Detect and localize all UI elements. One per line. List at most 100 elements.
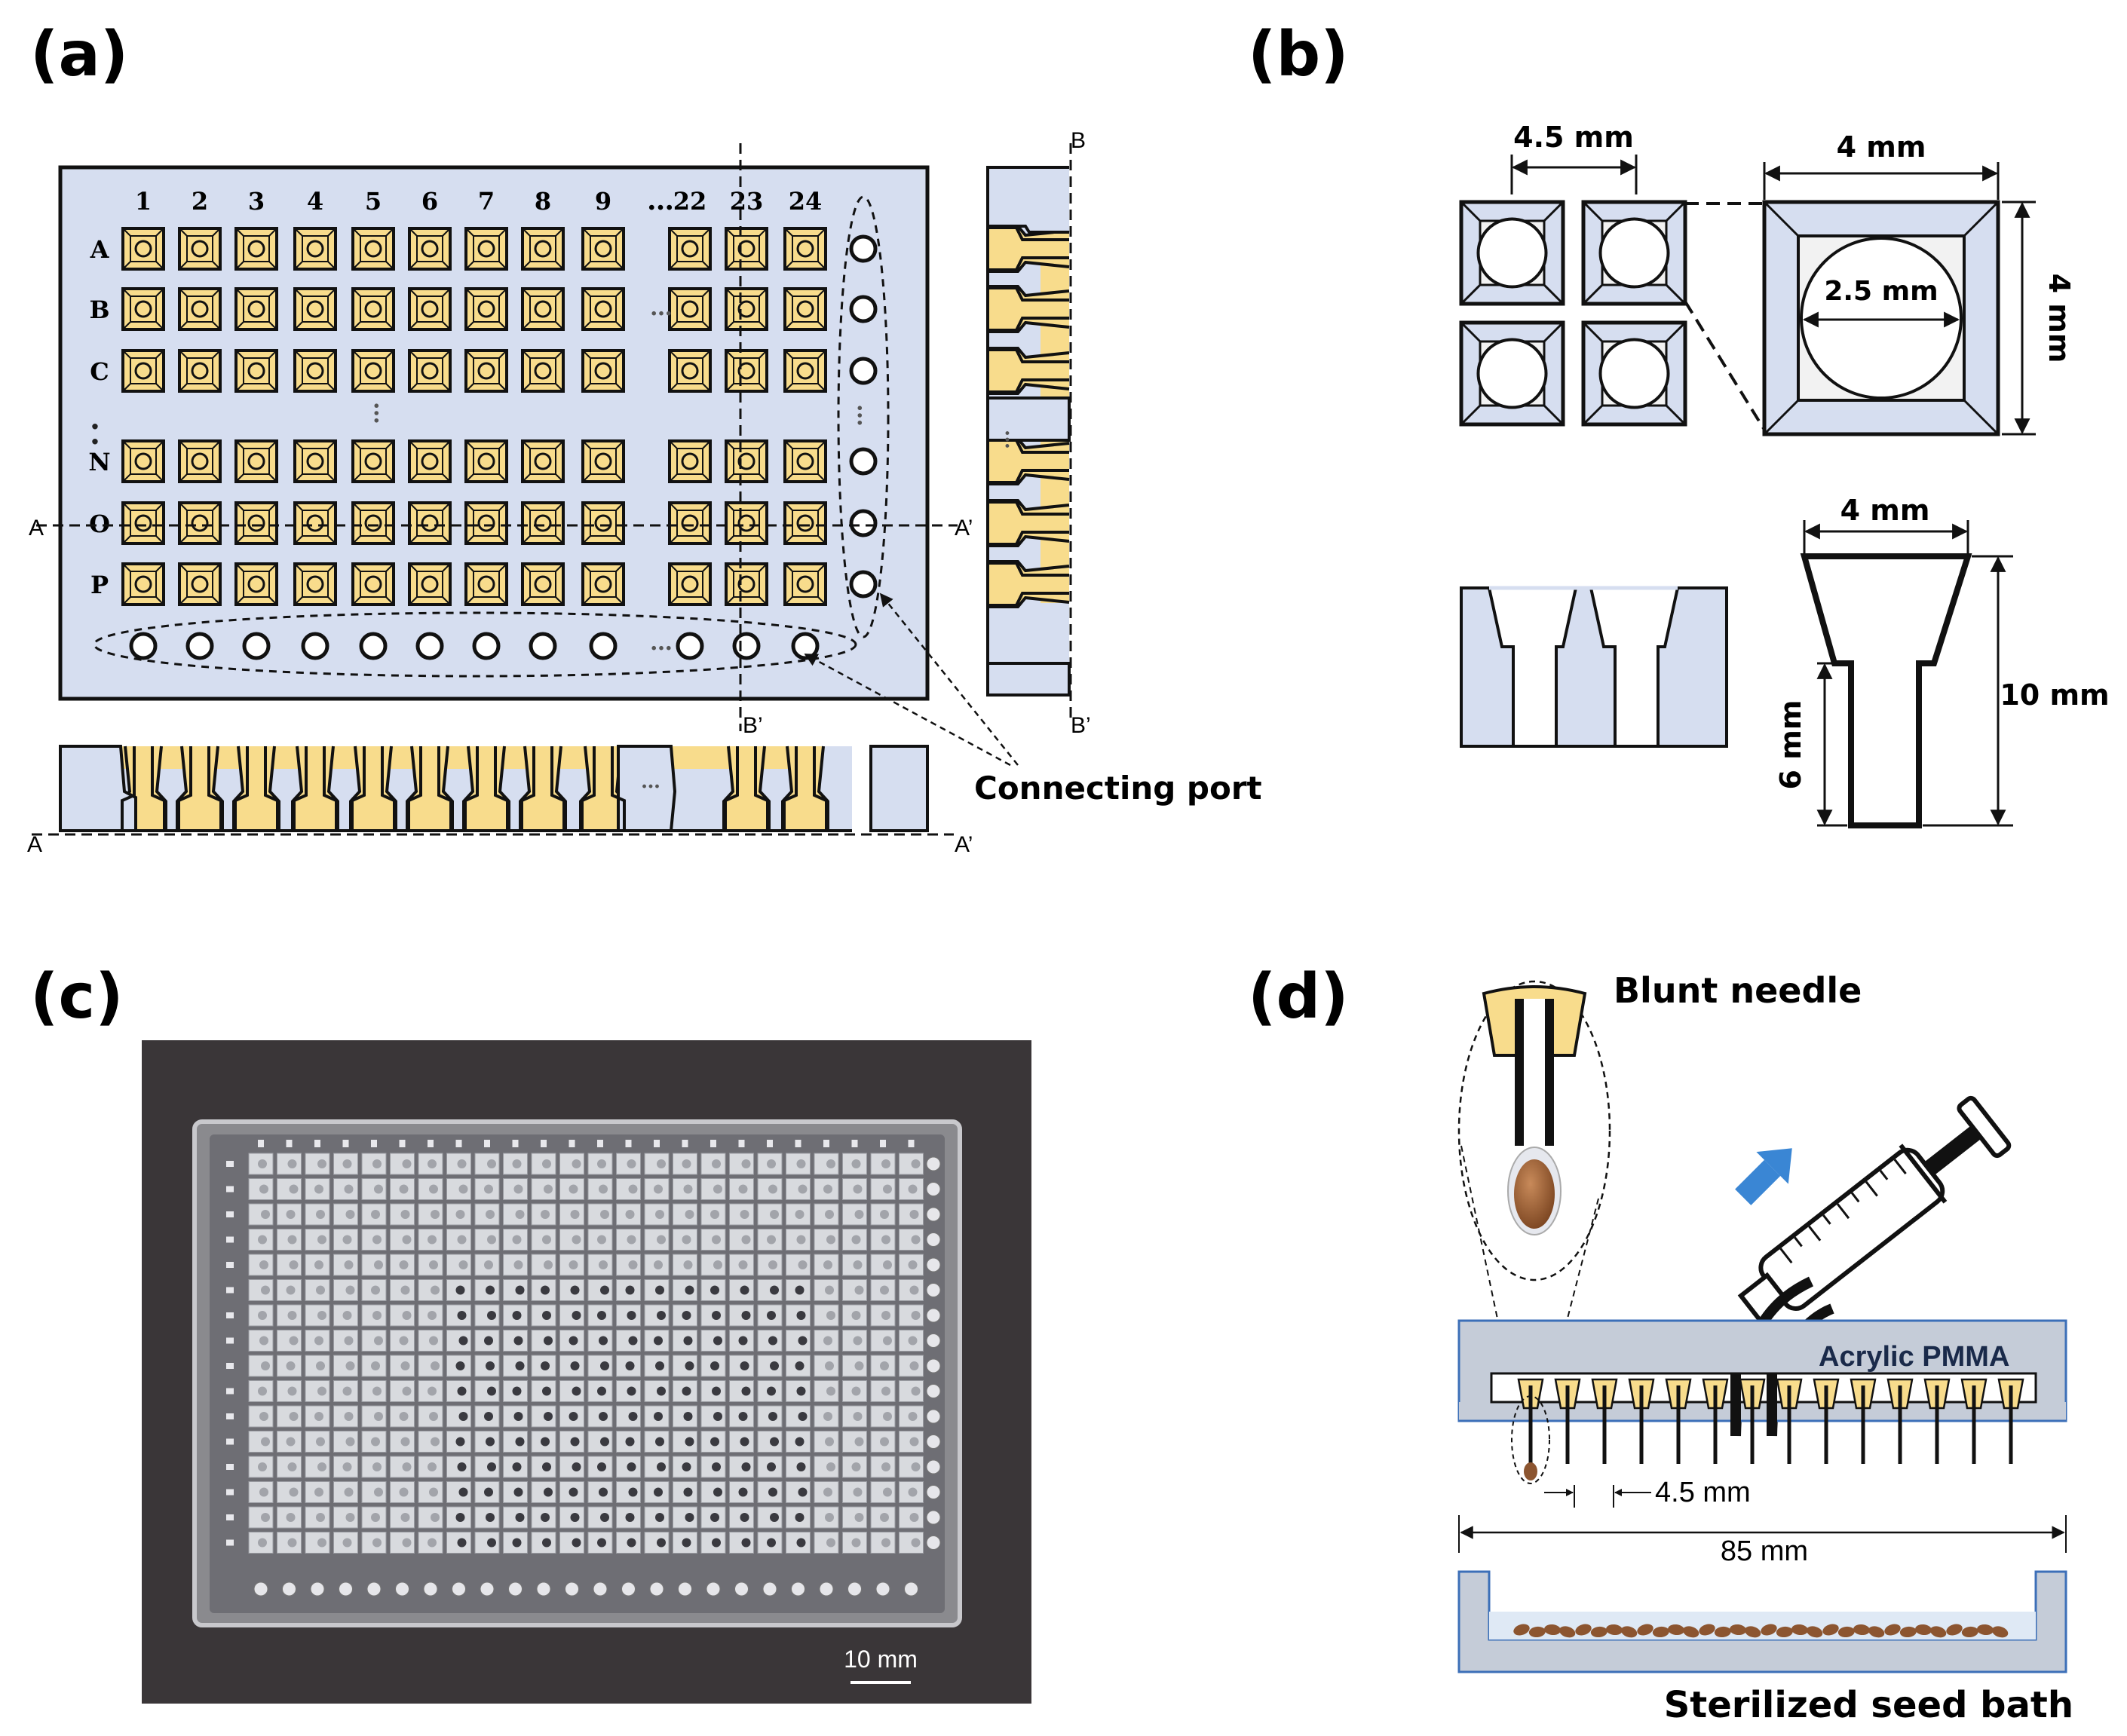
photo-well-hole bbox=[909, 1210, 919, 1219]
well-bevel bbox=[212, 350, 221, 359]
well-bevel bbox=[817, 350, 826, 359]
photo-well-hole bbox=[682, 1159, 691, 1168]
well-bevel bbox=[759, 321, 768, 330]
well-hole bbox=[247, 362, 265, 380]
photo-well-hole bbox=[542, 1235, 551, 1245]
well-bevel bbox=[498, 288, 507, 297]
well-hole bbox=[737, 240, 755, 258]
well-bevel bbox=[155, 383, 164, 392]
well-bevel bbox=[268, 596, 277, 605]
photo-well bbox=[361, 1279, 387, 1301]
photo-well-hole bbox=[317, 1538, 326, 1548]
photo-well bbox=[616, 1203, 641, 1226]
photo-well-hole bbox=[513, 1336, 523, 1346]
photo-well-hole bbox=[826, 1311, 835, 1320]
photo-well-hole bbox=[541, 1513, 550, 1522]
well-bevel bbox=[615, 321, 624, 330]
port bbox=[529, 632, 557, 660]
well-width-label: 4 mm bbox=[1837, 130, 1926, 164]
photo-port bbox=[423, 1581, 438, 1597]
photo-well-hole bbox=[455, 1285, 465, 1295]
seed bbox=[1977, 1624, 1994, 1636]
well bbox=[234, 439, 278, 483]
well-hole bbox=[421, 575, 439, 593]
photo-ports bbox=[226, 1140, 941, 1597]
photo-row-mark bbox=[226, 1489, 234, 1496]
well bbox=[668, 439, 712, 483]
photo-row-mark bbox=[226, 1514, 234, 1520]
seed bbox=[1637, 1624, 1653, 1636]
well-inner bbox=[360, 295, 387, 323]
photo-well-hole bbox=[685, 1361, 694, 1370]
well-inner bbox=[733, 357, 760, 384]
photo-well-hole bbox=[600, 1513, 609, 1522]
section-a-well-wall bbox=[381, 746, 396, 831]
photo-well-hole bbox=[881, 1235, 890, 1245]
well-hole bbox=[681, 575, 699, 593]
well-hole bbox=[737, 575, 755, 593]
section-b-well-wall bbox=[988, 469, 1069, 484]
photo-well-hole bbox=[342, 1159, 352, 1168]
section-a2-label: A’ bbox=[955, 516, 973, 540]
well-hole bbox=[477, 240, 495, 258]
row-label: B bbox=[89, 295, 109, 324]
scale-bar-label: 10 mm bbox=[844, 1646, 918, 1673]
seed bbox=[1853, 1624, 1870, 1636]
photo-well-hole bbox=[798, 1184, 808, 1194]
photo-port bbox=[706, 1581, 721, 1597]
photo-well-hole bbox=[738, 1260, 748, 1269]
photo-well-hole bbox=[881, 1462, 890, 1471]
photo-well-hole bbox=[484, 1336, 493, 1346]
small-well-bevel bbox=[1582, 404, 1604, 426]
well bbox=[178, 287, 222, 331]
photo-well-hole bbox=[484, 1260, 493, 1269]
well bbox=[121, 501, 165, 545]
well-bevel bbox=[582, 350, 591, 359]
photo-well-hole bbox=[486, 1437, 495, 1447]
photo-well-hole bbox=[740, 1437, 749, 1447]
port bbox=[849, 447, 878, 476]
photo-well-hole bbox=[287, 1159, 297, 1168]
well bbox=[121, 227, 165, 271]
photo-well-hole bbox=[344, 1336, 354, 1346]
bath-container bbox=[1457, 1570, 2067, 1673]
photo-port bbox=[926, 1485, 941, 1499]
well-bevel bbox=[327, 228, 336, 237]
well-bevel bbox=[122, 440, 131, 449]
photo-port bbox=[282, 1581, 296, 1597]
small-well-bevel bbox=[1543, 283, 1565, 305]
well bbox=[521, 349, 565, 393]
photo-well-hole bbox=[487, 1159, 496, 1168]
port bbox=[415, 632, 444, 660]
seed bbox=[1699, 1624, 1715, 1636]
well-hole bbox=[247, 300, 265, 318]
column-label: 2 bbox=[192, 187, 208, 216]
photo-well-hole bbox=[826, 1235, 835, 1245]
photo-well-hole bbox=[713, 1336, 722, 1346]
photo-well-hole bbox=[261, 1210, 270, 1219]
well bbox=[178, 501, 222, 545]
photo-well-hole bbox=[657, 1462, 666, 1471]
photo-well-hole bbox=[402, 1235, 412, 1245]
well-inner bbox=[473, 510, 500, 537]
well-inner bbox=[302, 510, 329, 537]
well bbox=[725, 562, 768, 606]
photo-well-hole bbox=[883, 1412, 892, 1421]
well-bevel bbox=[725, 321, 734, 330]
well-bevel bbox=[327, 321, 336, 330]
well-bevel bbox=[122, 350, 131, 359]
well-bevel bbox=[235, 563, 244, 572]
well-hole bbox=[421, 240, 439, 258]
well-hole bbox=[421, 452, 439, 470]
well-hole bbox=[191, 300, 209, 318]
photo-well bbox=[587, 1456, 613, 1478]
photo-well-hole bbox=[513, 1184, 523, 1194]
photo-well-hole bbox=[458, 1487, 468, 1497]
well-inner bbox=[302, 235, 329, 262]
well-bevel bbox=[235, 321, 244, 330]
well-bevel bbox=[409, 321, 418, 330]
well-bevel bbox=[498, 228, 507, 237]
photo-port bbox=[926, 1333, 941, 1348]
well-bevel bbox=[235, 440, 244, 449]
